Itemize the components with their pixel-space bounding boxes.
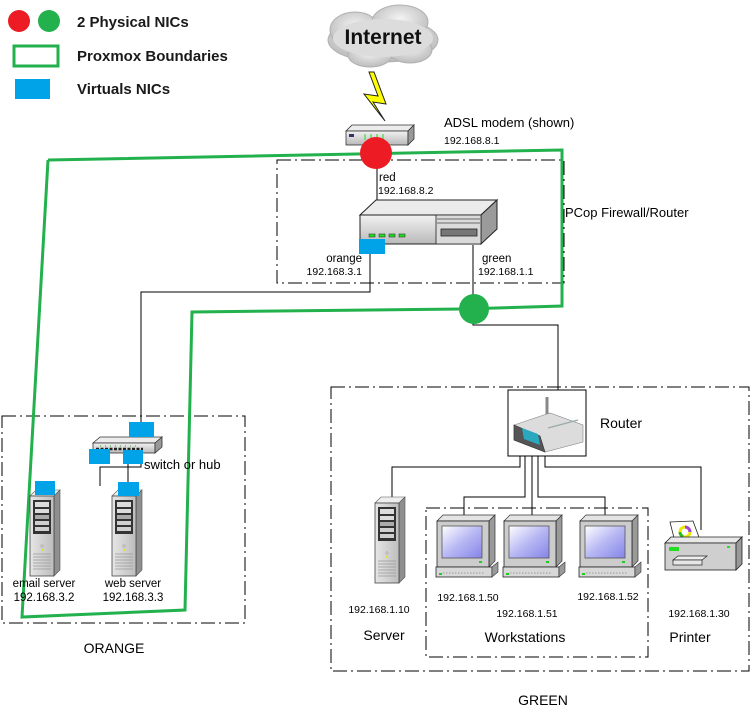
physical-nic-green xyxy=(459,294,489,324)
green-zone-label: GREEN xyxy=(518,692,568,708)
web-server-ip: 192.168.3.3 xyxy=(103,592,164,604)
firewall-label: PCop Firewall/Router xyxy=(565,205,689,220)
firewall-router: PCop Firewall/Router red 192.168.8.2 ora… xyxy=(307,172,690,278)
green-zone: Router 192.168.1.10 Server 192.168.1.50 … xyxy=(348,389,743,708)
workstation-3-icon xyxy=(578,514,642,578)
firewall-red-name: red xyxy=(379,172,396,184)
email-server-ip: 192.168.3.2 xyxy=(14,592,75,604)
internet-label: Internet xyxy=(344,26,421,49)
firewall-red-ip: 192.168.8.2 xyxy=(378,185,434,197)
green-zone-box xyxy=(330,386,750,672)
printer-label: Printer xyxy=(669,629,711,645)
legend-physical-nics-label: 2 Physical NICs xyxy=(77,14,189,31)
firewall-orange-ip: 192.168.3.1 xyxy=(307,266,363,278)
workstation-3-ip: 192.168.1.52 xyxy=(577,591,638,603)
server-ip: 192.168.1.10 xyxy=(348,604,409,616)
orange-zone-box xyxy=(1,415,246,624)
workstation-1-ip: 192.168.1.50 xyxy=(437,592,498,604)
legend: 2 Physical NICs Proxmox Boundaries Virtu… xyxy=(8,10,228,99)
connection-lines xyxy=(99,160,702,530)
virtual-nic-switch-port-1 xyxy=(89,449,110,464)
virtual-nic-switch-uplink xyxy=(129,422,154,437)
workstations-zone-box xyxy=(425,507,649,658)
printer-icon xyxy=(664,520,743,571)
virtual-nics xyxy=(35,239,385,496)
router-label: Router xyxy=(600,415,642,431)
modem-label: ADSL modem (shown) xyxy=(444,115,574,130)
lightning-bolt-icon xyxy=(362,71,387,122)
proxmox-boundary xyxy=(20,148,564,619)
virtual-nic-email-server xyxy=(35,481,55,495)
adsl-modem: ADSL modem (shown) 192.168.8.1 xyxy=(345,115,574,147)
modem-ip: 192.168.8.1 xyxy=(444,135,500,147)
legend-virtual-nics-label: Virtuals NICs xyxy=(77,81,170,98)
workstation-2-icon xyxy=(502,514,566,578)
printer-ip: 192.168.1.30 xyxy=(668,608,729,620)
virtual-nic-firewall-orange xyxy=(359,239,385,254)
legend-proxmox-boundaries-label: Proxmox Boundaries xyxy=(77,48,228,65)
workstations-label: Workstations xyxy=(485,629,566,645)
virtual-nic-web-server xyxy=(118,482,139,496)
server-label: Server xyxy=(363,627,405,643)
web-server-name: web server xyxy=(104,578,161,590)
firewall-green-name: green xyxy=(482,253,511,265)
wireless-router xyxy=(507,389,587,457)
orange-zone-label: ORANGE xyxy=(84,640,145,656)
server-icon xyxy=(374,496,406,584)
email-server-name: email server xyxy=(13,578,76,590)
physical-nic-red xyxy=(360,137,392,169)
legend-virtual-nic-icon xyxy=(15,79,50,99)
email-server-icon xyxy=(29,489,61,577)
firewall-green-ip: 192.168.1.1 xyxy=(478,266,534,278)
switch-label: switch or hub xyxy=(144,457,221,472)
firewall-zone-box xyxy=(276,159,565,284)
web-server-icon xyxy=(111,489,143,577)
virtual-nic-switch-port-2 xyxy=(123,450,143,464)
workstation-2-ip: 192.168.1.51 xyxy=(496,608,557,620)
internet-cloud: Internet xyxy=(327,4,439,122)
legend-red-nic-icon xyxy=(8,10,30,32)
legend-proxmox-boundary-icon xyxy=(12,44,60,68)
legend-green-nic-icon xyxy=(38,10,60,32)
workstation-1-icon xyxy=(435,514,499,578)
firewall-orange-name: orange xyxy=(326,253,362,265)
orange-zone: switch or hub email server 192.168.3.2 w… xyxy=(13,436,221,656)
